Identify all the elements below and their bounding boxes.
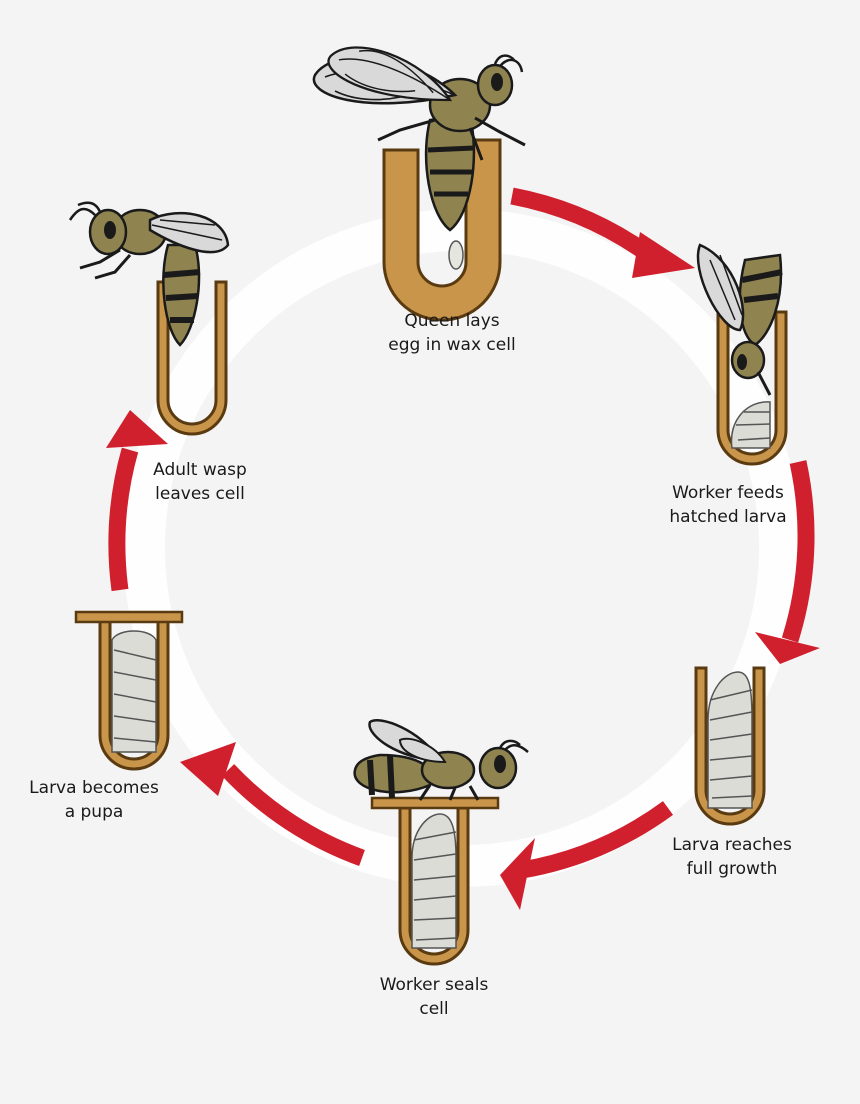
arrow-4 (221, 764, 365, 866)
pupa-icon (74, 610, 184, 771)
arrow-head-5 (106, 410, 168, 448)
grown-larva-icon (694, 666, 766, 826)
arrow-head-4 (180, 742, 236, 796)
arrow-head-1 (632, 232, 695, 278)
queen-wasp-icon (312, 39, 526, 322)
stage-label-worker-seals: Worker seals cell (379, 975, 489, 1019)
worker-feeding-icon (696, 243, 788, 466)
arrow-head-3 (500, 838, 535, 910)
arrow-2 (781, 460, 815, 643)
arrow-1 (510, 187, 650, 259)
stage-label-pupa: Larva becomes a pupa (29, 778, 159, 822)
worker-sealing-icon (353, 719, 529, 966)
stage-label-worker-feeds: Worker feeds hatched larva (669, 483, 787, 527)
arrow-5 (108, 447, 139, 592)
stage-label-larva-growth: Larva reaches full growth (672, 835, 792, 879)
arrow-heads (106, 232, 820, 910)
cycle-arrows (108, 187, 815, 879)
stage-label-queen: Queen lays egg in wax cell (388, 311, 516, 355)
adult-wasp-icon (68, 201, 230, 436)
arrow-3 (520, 801, 674, 879)
arrow-head-2 (755, 632, 820, 664)
stage-label-adult: Adult wasp leaves cell (153, 460, 247, 504)
